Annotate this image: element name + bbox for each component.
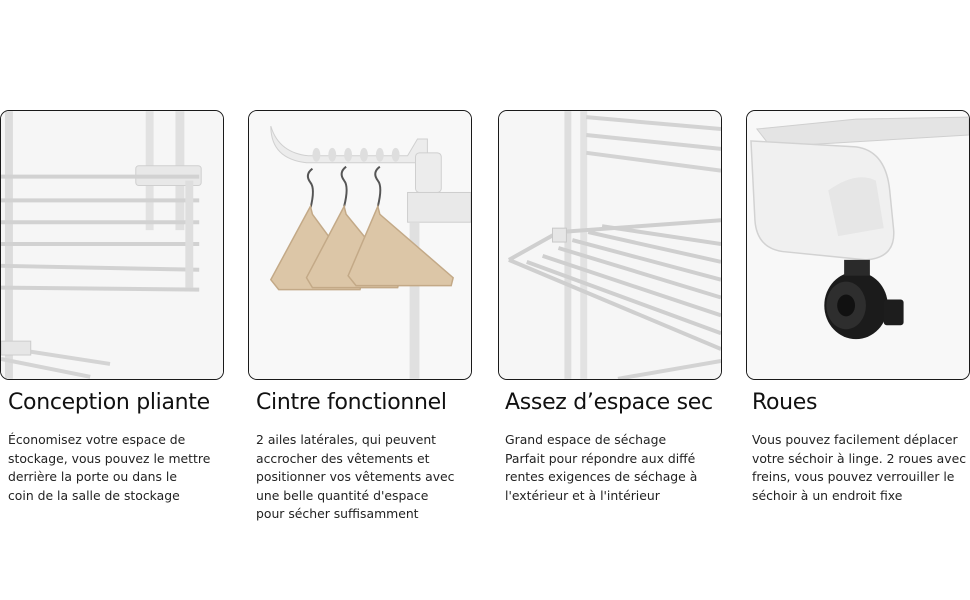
hanger-illustration: [249, 111, 471, 379]
feature-description: Grand espace de séchage Parfait pour rép…: [505, 432, 698, 503]
drying-space-image: [498, 110, 722, 380]
feature-title: Cintre fonctionnel: [256, 390, 447, 415]
wheel-image: [746, 110, 970, 380]
feature-description: Économisez votre espace de stockage, vou…: [8, 432, 211, 503]
wheel-illustration: [747, 111, 969, 379]
drying-space-illustration: [499, 111, 721, 379]
feature-title: Conception pliante: [8, 390, 210, 415]
hanger-image: [248, 110, 472, 380]
folding-rack-image: [0, 110, 224, 380]
folding-rack-illustration: [1, 111, 223, 379]
feature-title: Roues: [752, 390, 818, 415]
feature-title: Assez d’espace sec: [505, 390, 713, 415]
feature-description: Vous pouvez facilement déplacer votre sé…: [752, 432, 967, 503]
feature-description: 2 ailes latérales, qui peuvent accrocher…: [256, 432, 455, 521]
